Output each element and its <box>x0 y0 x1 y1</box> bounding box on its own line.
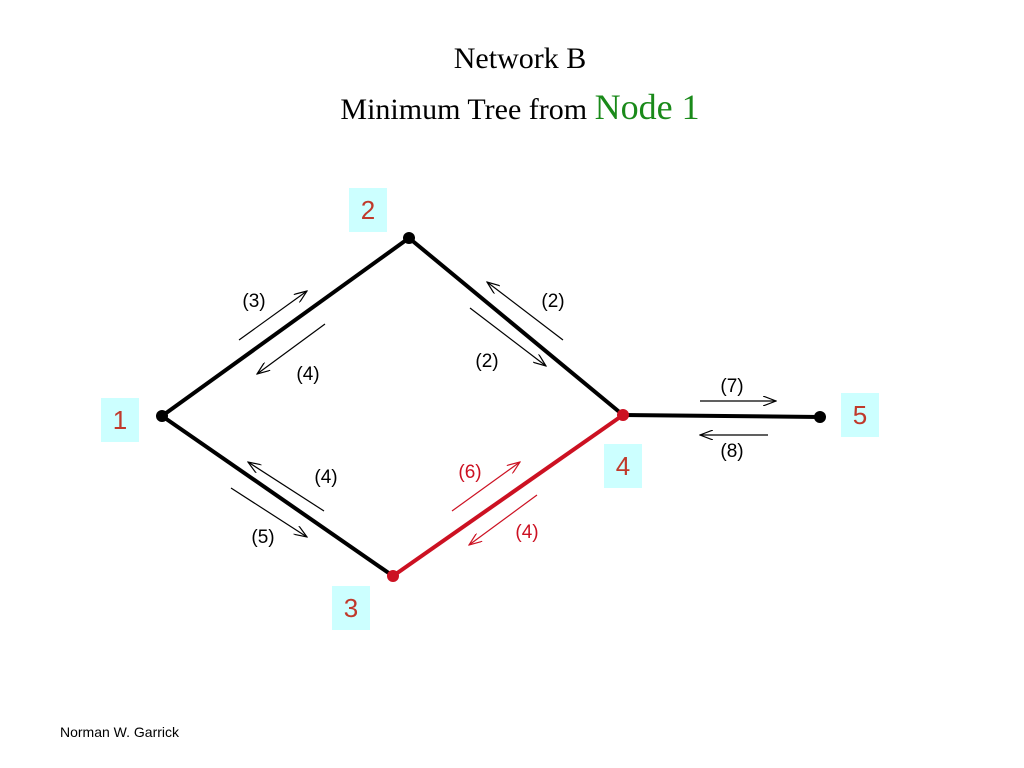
edge-1-2 <box>160 236 411 418</box>
title-line-2: Minimum Tree from Node 1 <box>0 86 1024 128</box>
arrow-forward-3-4 <box>451 462 520 512</box>
title-node-accent: Node 1 <box>594 87 700 127</box>
node-dot-5 <box>814 411 826 423</box>
edge-4-5 <box>622 413 821 419</box>
node-label-3: 3 <box>332 586 370 630</box>
node-label-2: 2 <box>349 188 387 232</box>
edge-label-forward-1-3: (5) <box>251 527 275 548</box>
node-dot-4 <box>617 409 629 421</box>
arrow-forward-2-4 <box>469 307 546 366</box>
node-label-4: 4 <box>604 444 642 488</box>
title-line-1: Network B <box>0 42 1024 76</box>
node-label-5: 5 <box>841 393 879 437</box>
node-dot-2 <box>403 232 415 244</box>
node-label-1: 1 <box>101 398 139 442</box>
arrow-backward-1-3 <box>248 462 325 512</box>
edge-label-backward-1-2: (4) <box>296 364 320 385</box>
edge-label-backward-1-3: (4) <box>314 467 338 488</box>
author-credit: Norman W. Garrick <box>60 724 180 740</box>
edge-label-forward-4-5: (7) <box>720 376 744 397</box>
title-prefix: Minimum Tree from <box>340 93 595 126</box>
arrow-backward-1-2 <box>257 323 326 374</box>
arrow-backward-2-4 <box>487 282 564 341</box>
edge-label-forward-1-2: (3) <box>242 291 266 312</box>
edge-2-4 <box>407 236 625 417</box>
edge-1-3 <box>160 414 395 578</box>
node-dot-1 <box>156 410 168 422</box>
edge-3-4 <box>391 413 625 578</box>
edge-label-backward-2-4: (2) <box>541 291 565 312</box>
edge-label-forward-2-4: (2) <box>475 351 499 372</box>
edge-label-backward-3-4: (4) <box>515 522 539 543</box>
arrow-forward-1-2 <box>238 291 307 341</box>
arrow-forward-1-3 <box>230 487 307 537</box>
arrow-backward-3-4 <box>469 494 538 545</box>
edge-label-backward-4-5: (8) <box>720 441 744 462</box>
title-network: Network B <box>453 42 587 75</box>
edge-label-forward-3-4: (6) <box>458 462 482 483</box>
node-dot-3 <box>387 570 399 582</box>
